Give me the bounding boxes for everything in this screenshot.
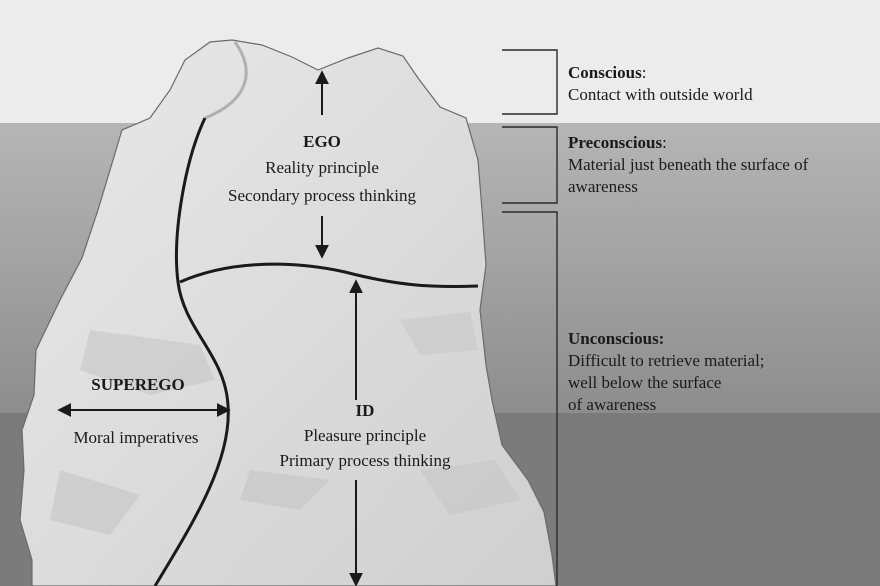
ego-line-1: Reality principle: [265, 158, 379, 177]
ice-shading-patch: [240, 470, 330, 510]
conscious-label: Conscious: Contact with outside world: [568, 62, 753, 106]
ice-shading-patch: [420, 460, 520, 515]
conscious-line-1: Contact with outside world: [568, 85, 753, 104]
unconscious-line-2: well below the surface: [568, 373, 722, 392]
preconscious-colon: :: [662, 133, 667, 152]
unconscious-line-1: Difficult to retrieve material;: [568, 351, 765, 370]
conscious-colon: :: [641, 63, 647, 82]
superego-boundary-line: [153, 117, 230, 586]
unconscious-label: Unconscious: Difficult to retrieve mater…: [568, 328, 765, 416]
ice-shading-patch: [80, 330, 215, 395]
preconscious-line-2: awareness: [568, 177, 638, 196]
preconscious-bracket: [502, 126, 558, 204]
unconscious-bracket: [502, 211, 558, 586]
conscious-bracket: [502, 49, 558, 115]
ego-title: EGO: [303, 132, 341, 151]
conscious-title: Conscious: [568, 63, 642, 82]
ice-shading-patch: [400, 312, 478, 355]
ice-shading-patch: [50, 470, 140, 535]
unconscious-title: Unconscious:: [568, 329, 665, 348]
iceberg-shape: [19, 39, 557, 586]
id-line-1: Pleasure principle: [303, 426, 427, 445]
superego-line-1: Moral imperatives: [73, 428, 199, 447]
sky-band: [0, 0, 880, 123]
id-title: ID: [355, 401, 375, 420]
faint-boundary-curve: [204, 41, 248, 120]
preconscious-line-1: Material just beneath the surface of: [568, 155, 809, 174]
preconscious-label: Preconscious: Material just beneath the …: [568, 132, 808, 198]
ego-line-2: Secondary process thinking: [228, 186, 416, 205]
ego-id-boundary-line: [179, 262, 479, 289]
id-line-2: Primary process thinking: [279, 451, 451, 470]
superego-title: SUPEREGO: [91, 375, 185, 394]
unconscious-line-3: of awareness: [568, 395, 657, 414]
preconscious-title: Preconscious: [568, 133, 663, 152]
